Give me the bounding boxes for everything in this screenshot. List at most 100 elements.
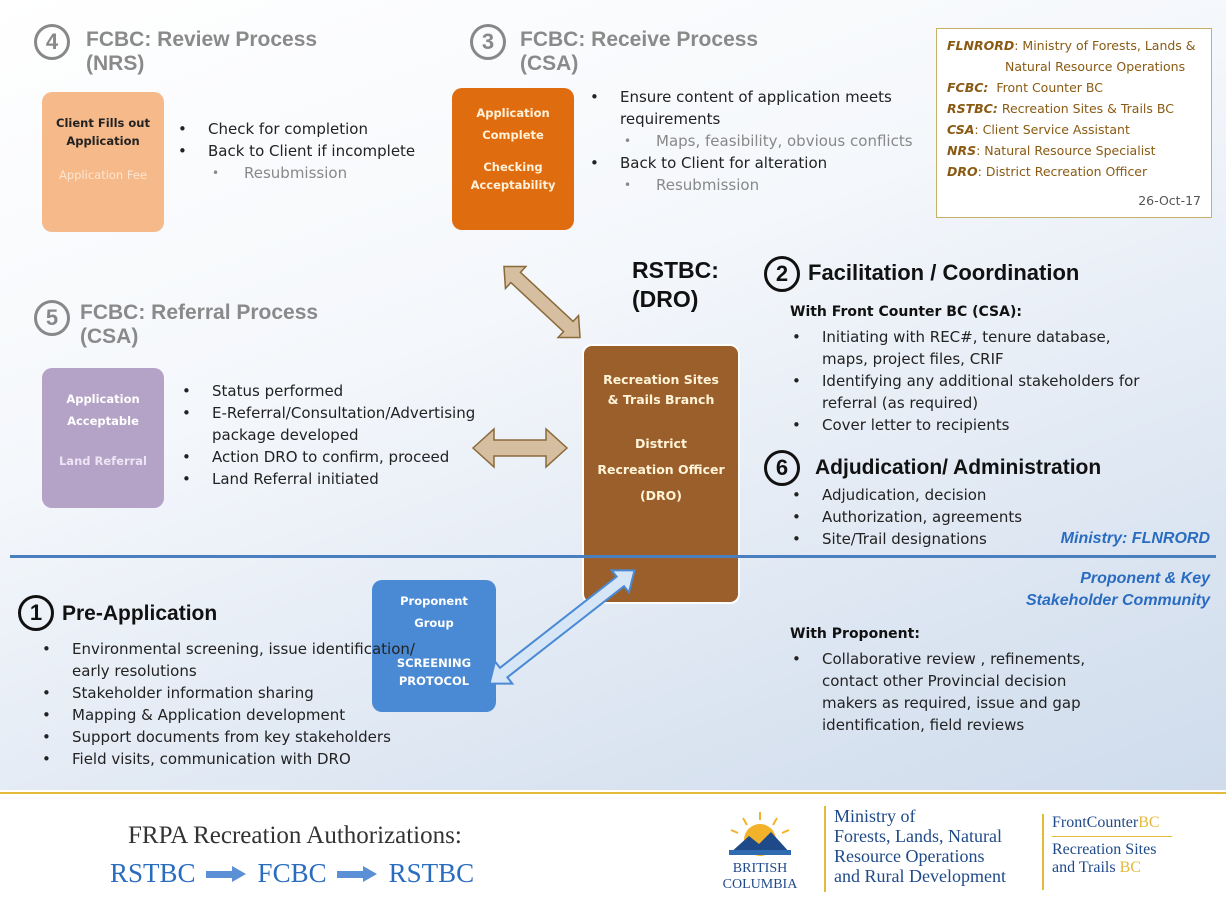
arrows-layer-top: [503, 265, 581, 339]
fcbc-text: Recreation Sites: [1052, 841, 1157, 858]
proponent-group-box: Proponent Group SCREENING PROTOCOL: [372, 580, 496, 712]
bullet: E-Referral/Consultation/Advertising pack…: [176, 402, 510, 446]
legend-text: : Natural Resource Specialist: [976, 143, 1156, 158]
box-text: Application: [66, 392, 140, 406]
box-text: (DRO): [639, 488, 683, 503]
box-text: Proponent: [400, 594, 468, 608]
legend-text: : Client Service Assistant: [974, 122, 1130, 137]
bullet: Back to Client for alteration: [584, 152, 920, 174]
bullet: Collaborative review , refinements, cont…: [786, 648, 1102, 736]
footer-divider: [0, 792, 1226, 794]
community-label: Proponent & Key Stakeholder Community: [960, 568, 1210, 612]
flow-step: RSTBC: [388, 858, 475, 888]
legend-item: FLNRORD: Ministry of Forests, Lands &: [947, 35, 1201, 56]
box-text: Application: [476, 106, 550, 120]
step-2-badge: 2: [764, 256, 800, 292]
double-arrow-icon: [471, 427, 569, 469]
community-label-line2: Stakeholder Community: [1025, 592, 1210, 609]
ministry-line: and Rural Development: [834, 866, 1006, 886]
flow-step: RSTBC: [110, 858, 196, 888]
box-text: Client Fills out: [56, 116, 150, 130]
ministry-divider-line: [10, 555, 1216, 558]
legend-abbr: FLNRORD: [947, 38, 1015, 53]
bullet: Field visits, communication with DRO: [36, 748, 416, 770]
bullet: Land Referral initiated: [176, 468, 510, 490]
step-4-badge: 4: [34, 24, 70, 60]
fcbc-text: BC: [1119, 859, 1141, 876]
arrows-layer-blue: [488, 569, 636, 685]
box-text: Recreation Officer: [597, 462, 725, 477]
section-2-bullets: Initiating with REC#, tenure database, m…: [786, 326, 1146, 436]
step-6-badge: 6: [764, 450, 800, 486]
bullet: Back to Client if incomplete: [172, 140, 472, 162]
box-text: Application: [66, 134, 140, 148]
legend-item: FCBC: Front Counter BC: [947, 77, 1201, 98]
bullet: Support documents from key stakeholders: [36, 726, 416, 748]
bullet: Check for completion: [172, 118, 472, 140]
step-3-badge: 3: [470, 24, 506, 60]
arrow-right-icon: [205, 865, 248, 882]
proponent-bullets: Collaborative review , refinements, cont…: [786, 648, 1102, 736]
bullet: Initiating with REC#, tenure database, m…: [786, 326, 1146, 370]
double-arrow-icon: [503, 265, 581, 339]
box-text: Recreation Sites: [603, 372, 719, 387]
step-5-badge: 5: [34, 300, 70, 336]
box-text: Acceptability: [470, 178, 556, 192]
box-text: District: [635, 436, 687, 451]
legend-abbr: DRO: [947, 164, 978, 179]
section-5-bullets: Status performed E-Referral/Consultation…: [176, 380, 510, 490]
flow-step: FCBC: [257, 858, 327, 888]
arrows-layer-mid: [471, 427, 569, 469]
bullet: Site/Trail designations: [786, 528, 1106, 550]
section-1-bullets: Environmental screening, issue identific…: [36, 638, 416, 770]
sub-bullet: Resubmission: [584, 174, 920, 196]
bullet: Stakeholder information sharing: [36, 682, 416, 704]
bullet: Authorization, agreements: [786, 506, 1106, 528]
bullet: Status performed: [176, 380, 510, 402]
proponent-subhead: With Proponent:: [790, 626, 920, 642]
legend-text: Front Counter BC: [988, 80, 1103, 95]
ministry-name: Ministry of Forests, Lands, Natural Reso…: [824, 806, 1006, 892]
section-4-title: FCBC: Review Process (NRS): [86, 28, 317, 76]
application-acceptable-box: Application Acceptable Land Referral: [42, 368, 164, 508]
legend-item: Natural Resource Operations: [947, 56, 1201, 77]
fcbc-text: BC: [1138, 814, 1160, 831]
legend-item: DRO: District Recreation Officer: [947, 161, 1201, 182]
bc-logo-text: COLUMBIA: [722, 877, 798, 892]
section-6-title: Adjudication/ Administration: [815, 456, 1102, 479]
rstbc-label: RSTBC: (DRO): [632, 256, 719, 314]
frontcounter-bc-logo: FrontCounterBC Recreation Sites and Trai…: [1042, 814, 1172, 890]
section-5-title-line1: FCBC: Referral Process: [80, 301, 319, 324]
section-3-title-line2: (CSA): [520, 52, 579, 75]
authorization-flow: RSTBC FCBC RSTBC: [110, 858, 474, 889]
fcbc-line3: and Trails BC: [1052, 859, 1172, 877]
legend-abbr: RSTBC:: [947, 101, 998, 116]
box-text: Group: [414, 616, 454, 630]
legend-item: NRS: Natural Resource Specialist: [947, 140, 1201, 161]
double-arrow-icon: [488, 569, 636, 685]
section-5-title: FCBC: Referral Process (CSA): [80, 301, 318, 349]
ministry-line: Ministry of: [834, 806, 916, 826]
rstbc-label-line2: (DRO): [632, 286, 699, 312]
bc-logo-text: BRITISH: [732, 861, 788, 876]
legend-text: Natural Resource Operations: [1005, 59, 1186, 74]
step-1-badge: 1: [18, 595, 54, 631]
bullet: Mapping & Application development: [36, 704, 416, 726]
section-5-title-line2: (CSA): [80, 325, 139, 348]
bullet: Ensure content of application meets requ…: [584, 86, 920, 130]
fcbc-name: FrontCounterBC: [1052, 814, 1172, 832]
recreation-sites-trails-branch-box: Recreation Sites & Trails Branch Distric…: [582, 344, 740, 604]
section-4-bullets: Check for completion Back to Client if i…: [172, 118, 472, 184]
ministry-line: Forests, Lands, Natural: [834, 826, 1002, 846]
section-1-title: Pre-Application: [62, 602, 218, 625]
section-4-title-line2: (NRS): [86, 52, 145, 75]
legend-date: 26-Oct-17: [1138, 193, 1201, 208]
box-text: PROTOCOL: [398, 674, 470, 688]
box-text: Application Fee: [58, 168, 148, 182]
arrow-right-icon: [336, 865, 379, 882]
application-complete-box: Application Complete Checking Acceptabil…: [452, 88, 574, 230]
ministry-label: Ministry: FLNRORD: [1060, 530, 1210, 547]
box-text: Complete: [482, 128, 544, 142]
legend-item: RSTBC: Recreation Sites & Trails BC: [947, 98, 1201, 119]
box-text: Checking: [483, 160, 543, 174]
